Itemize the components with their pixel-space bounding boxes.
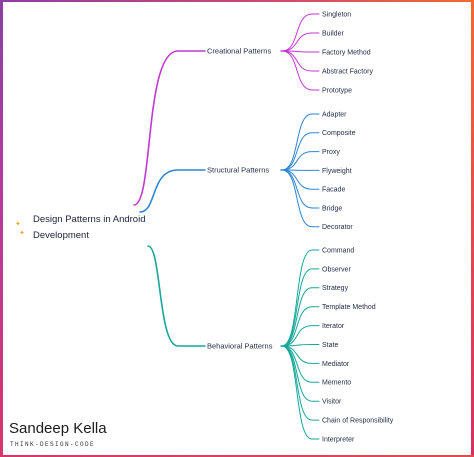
leaf-iterator[interactable]: Iterator xyxy=(322,323,345,330)
link-creational-patterns-builder xyxy=(281,32,320,52)
leaf-builder[interactable]: Builder xyxy=(322,30,344,37)
frame-border-top xyxy=(0,0,474,2)
link-behavioral-patterns-state xyxy=(281,344,320,347)
link-creational-patterns-factory-method xyxy=(281,50,320,53)
link-root-behavioral-patterns xyxy=(147,245,206,347)
root-title-line2: Development xyxy=(33,230,89,241)
leaf-flyweight[interactable]: Flyweight xyxy=(322,168,352,175)
frame-border-left xyxy=(0,0,3,457)
author-tagline: THINK-DESIGN-CODE xyxy=(10,441,96,448)
leaf-visitor[interactable]: Visitor xyxy=(322,399,342,406)
leaf-command[interactable]: Command xyxy=(322,247,354,254)
link-behavioral-patterns-strategy xyxy=(281,287,320,347)
mind-map-nodes: Creational Patterns SingletonBuilderFacto… xyxy=(207,11,394,443)
link-behavioral-patterns-interpreter xyxy=(281,345,320,440)
leaf-composite[interactable]: Composite xyxy=(322,130,356,137)
link-root-structural-patterns xyxy=(139,169,206,213)
author-name: Sandeep Kella xyxy=(9,420,107,437)
link-behavioral-patterns-chain-of-responsibility xyxy=(281,345,320,421)
link-behavioral-patterns-observer xyxy=(281,268,320,347)
link-creational-patterns-prototype xyxy=(281,50,320,91)
link-structural-patterns-composite xyxy=(281,132,320,171)
leaf-state[interactable]: State xyxy=(322,342,338,349)
link-behavioral-patterns-memento xyxy=(281,345,320,383)
mind-map-links xyxy=(133,13,320,440)
link-creational-patterns-abstract-factory xyxy=(281,50,320,72)
link-structural-patterns-bridge xyxy=(281,169,320,209)
leaf-decorator[interactable]: Decorator xyxy=(322,224,353,231)
leaf-proxy[interactable]: Proxy xyxy=(322,149,340,156)
root-title-line1: Design Patterns in Android xyxy=(33,214,145,225)
leaf-template-method[interactable]: Template Method xyxy=(322,304,376,311)
branch-creational-patterns[interactable]: Creational Patterns xyxy=(207,47,271,56)
leaf-mediator[interactable]: Mediator xyxy=(322,361,350,368)
link-structural-patterns-adapter xyxy=(281,113,320,171)
link-structural-patterns-decorator xyxy=(281,169,320,228)
leaf-factory-method[interactable]: Factory Method xyxy=(322,49,371,56)
frame-border-right xyxy=(471,0,474,457)
sparkle-icon-small: ✦ xyxy=(19,229,25,237)
link-behavioral-patterns-iterator xyxy=(281,325,320,347)
link-structural-patterns-proxy xyxy=(281,151,320,171)
leaf-interpreter[interactable]: Interpreter xyxy=(322,436,355,443)
leaf-abstract-factory[interactable]: Abstract Factory xyxy=(322,68,373,75)
link-root-creational-patterns xyxy=(133,50,206,206)
leaf-adapter[interactable]: Adapter xyxy=(322,111,347,118)
leaf-facade[interactable]: Facade xyxy=(322,187,345,194)
leaf-memento[interactable]: Memento xyxy=(322,380,351,387)
leaf-bridge[interactable]: Bridge xyxy=(322,205,342,212)
leaf-chain-of-responsibility[interactable]: Chain of Responsibility xyxy=(322,418,394,425)
root-node[interactable]: ✦ ✦ Design Patterns in Android Developme… xyxy=(15,214,145,241)
leaf-observer[interactable]: Observer xyxy=(322,266,351,273)
leaf-strategy[interactable]: Strategy xyxy=(322,285,349,292)
leaf-singleton[interactable]: Singleton xyxy=(322,11,351,18)
sparkle-icon: ✦ xyxy=(15,220,21,228)
link-creational-patterns-singleton xyxy=(281,13,320,52)
branch-structural-patterns[interactable]: Structural Patterns xyxy=(207,166,269,175)
frame-border-bottom xyxy=(0,455,474,457)
leaf-prototype[interactable]: Prototype xyxy=(322,87,352,94)
link-behavioral-patterns-template-method xyxy=(281,306,320,347)
link-behavioral-patterns-command xyxy=(281,249,320,347)
branch-behavioral-patterns[interactable]: Behavioral Patterns xyxy=(207,342,273,351)
